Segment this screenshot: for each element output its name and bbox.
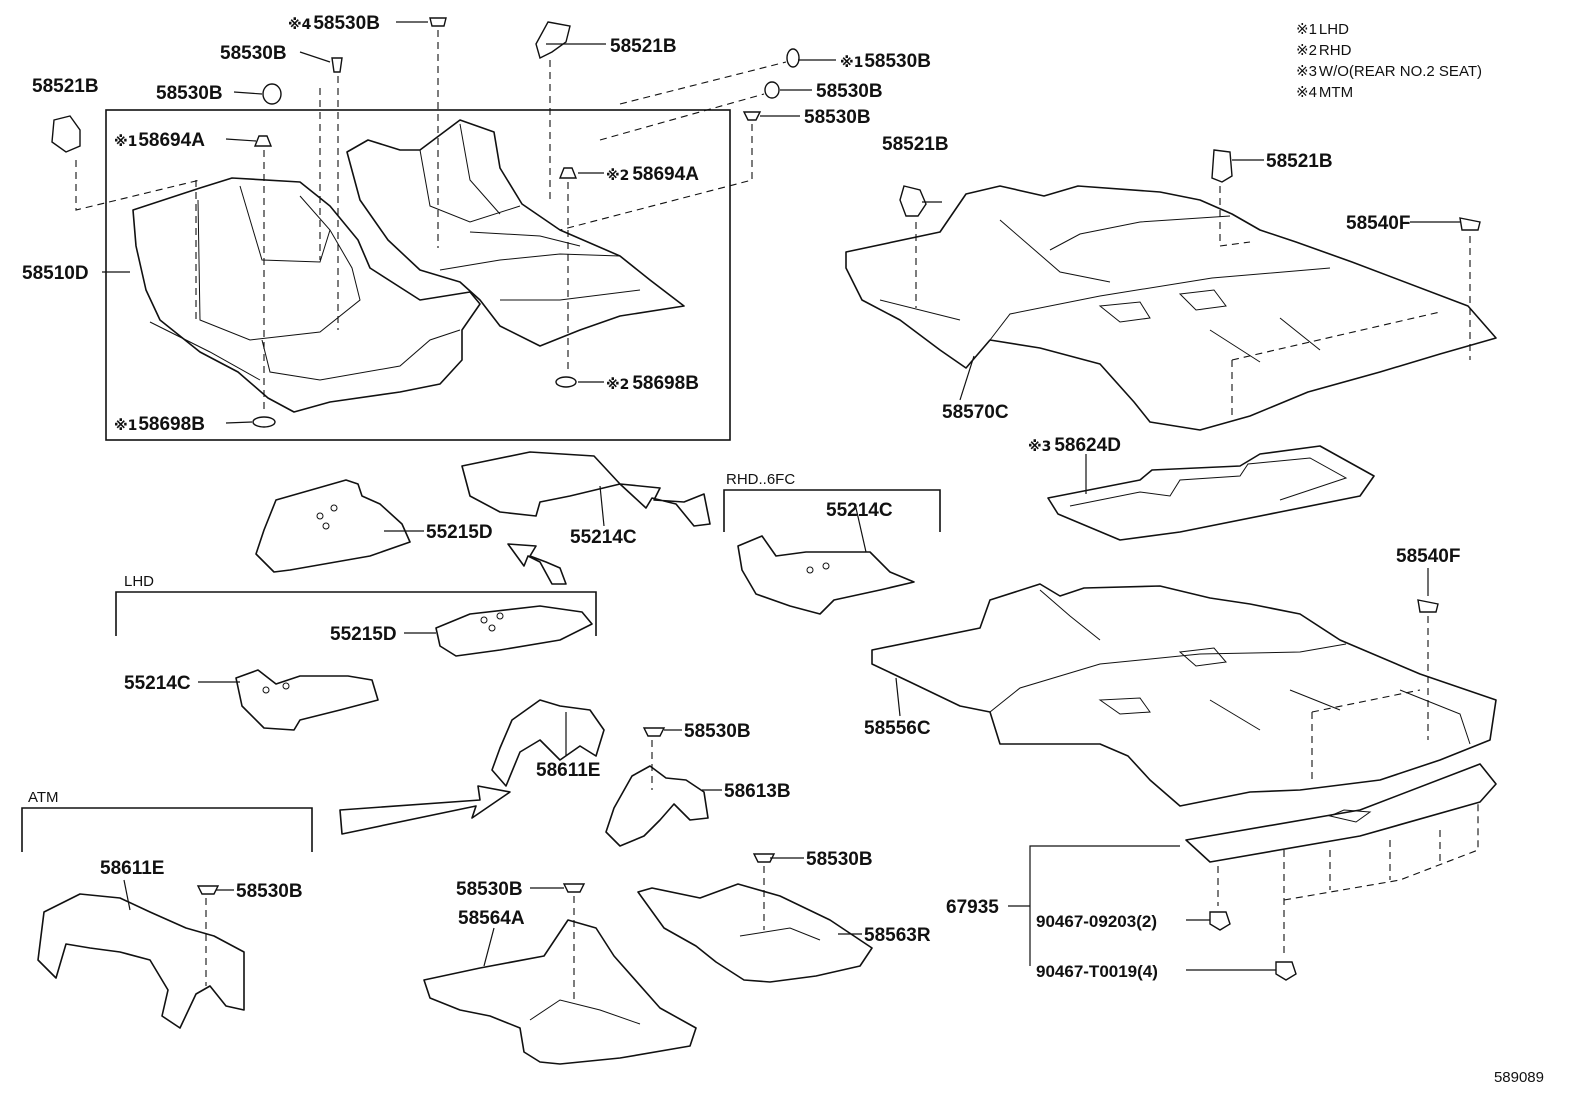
pad-55214C-lhd xyxy=(235,669,379,731)
pad-58564A xyxy=(423,919,697,1065)
clip-58521B-r1 xyxy=(899,185,927,217)
front-carpet-frame xyxy=(105,109,731,441)
callout-58530B-lhd-r: ※158530B xyxy=(840,51,931,72)
flow-arrows xyxy=(339,483,711,835)
rear-upper-clips xyxy=(899,149,1481,231)
callout-58530B-c: 58530B xyxy=(816,81,883,102)
arrow-rhd xyxy=(619,483,711,527)
callout-58521B-r2: 58521B xyxy=(1266,151,1333,172)
clip-58694A-lhd xyxy=(253,135,273,147)
clip-90467-09203 xyxy=(1209,911,1231,931)
callout-58530B-a: 58530B xyxy=(156,83,223,104)
callout-58556C: 58556C xyxy=(864,718,931,739)
callout-58530B-g: 58530B xyxy=(806,849,873,870)
callout-55214C-mid: 55214C xyxy=(570,527,637,548)
clip-58530B-b xyxy=(331,57,343,73)
mat-58624D xyxy=(1047,445,1375,541)
callout-58530B-f: 58530B xyxy=(456,879,523,900)
callout-90467-09203: 90467-09203(2) xyxy=(1036,912,1157,931)
pad-55214C-rhd xyxy=(737,535,915,615)
callout-58611E-mid: 58611E xyxy=(536,760,600,781)
rear-upper-guides xyxy=(915,186,1471,420)
callout-58540F-top: 58540F xyxy=(1346,213,1410,234)
rear-carpet-upper xyxy=(845,185,1497,431)
arrow-lhd xyxy=(507,543,567,585)
callout-58698B-lhd: ※158698B xyxy=(114,414,205,435)
callout-55214C-rhd: 55214C xyxy=(826,500,893,521)
scuff-plate-67935 xyxy=(1185,763,1497,863)
clip-58530B-g xyxy=(752,853,776,863)
callout-55215D-top: 55215D xyxy=(426,522,493,543)
clip-58530B-mtm xyxy=(429,17,447,27)
leader-lines xyxy=(102,21,1460,971)
pad-58563R xyxy=(637,883,873,983)
pad-58611E-atm xyxy=(37,893,245,1029)
clip-58530B-f xyxy=(562,883,586,893)
callout-58694A-lhd: ※158694A xyxy=(114,130,205,151)
clip-58521B-r2 xyxy=(1211,149,1233,183)
group-label-atm: ATM xyxy=(28,789,59,806)
clip-58694A-rhd xyxy=(558,167,578,179)
callout-58521B-top: 58521B xyxy=(610,36,677,57)
scuff-guides xyxy=(1217,800,1479,956)
callout-58613B: 58613B xyxy=(724,781,791,802)
front-carpet-left xyxy=(132,177,481,413)
clip-58540F-bot xyxy=(1417,599,1439,613)
callout-58521B-r1: 58521B xyxy=(882,134,949,155)
callout-58530B-e: 58530B xyxy=(684,721,751,742)
clip-58530B-atm xyxy=(196,885,220,895)
clip-58530B-d xyxy=(742,111,762,121)
callout-58510D: 58510D xyxy=(22,263,89,284)
clip-58698B-rhd xyxy=(555,376,577,388)
pad-55215D-lhd xyxy=(435,605,593,657)
callout-58530B-atm: 58530B xyxy=(236,881,303,902)
arrow-atm xyxy=(339,785,511,835)
callout-58564A: 58564A xyxy=(458,908,525,929)
clip-58521B-left xyxy=(51,115,81,153)
callout-67935: 67935 xyxy=(946,897,999,918)
callout-58521B-left: 58521B xyxy=(32,76,99,97)
clip-58530B-e xyxy=(642,727,666,737)
callout-58530B-b: 58530B xyxy=(220,43,287,64)
callout-58570C: 58570C xyxy=(942,402,1009,423)
clip-58530B-a xyxy=(262,83,282,105)
group-label-rhd: RHD..6FC xyxy=(726,471,795,488)
group-brackets xyxy=(21,489,941,852)
clip-58530B-c xyxy=(764,81,780,99)
clip-58521B-top xyxy=(535,21,571,60)
callout-90467-T0019: 90467-T0019(4) xyxy=(1036,962,1158,981)
group-label-lhd: LHD xyxy=(124,573,154,590)
rear-lower-guides xyxy=(1311,616,1429,780)
callout-55214C-lhd: 55214C xyxy=(124,673,191,694)
pad-58613B xyxy=(605,765,709,847)
front-box-clips xyxy=(51,17,800,428)
front-guides xyxy=(75,30,787,412)
clip-58698B-lhd xyxy=(252,416,276,428)
callout-58530B-d: 58530B xyxy=(804,107,871,128)
diagram-id: 589089 xyxy=(1494,1069,1544,1086)
callout-58540F-bot: 58540F xyxy=(1396,546,1460,567)
callout-58611E-atm: 58611E xyxy=(100,858,164,879)
callout-58563R: 58563R xyxy=(864,925,931,946)
clip-90467-T0019 xyxy=(1275,961,1297,981)
rear-carpet-lower xyxy=(871,583,1497,807)
clip-58540F-top xyxy=(1459,217,1481,231)
callout-55215D-lhd: 55215D xyxy=(330,624,397,645)
pad-58611E-mid xyxy=(491,699,605,787)
front-carpet-right xyxy=(346,119,685,347)
pad-55214C-top xyxy=(461,451,621,517)
pad-55215D-top xyxy=(255,479,411,573)
clip-58530B-lhd-r xyxy=(786,48,800,68)
